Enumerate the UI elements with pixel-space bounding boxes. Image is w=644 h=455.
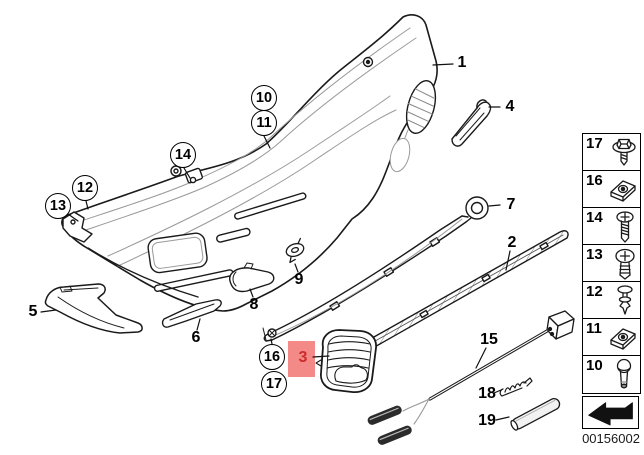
fastener-cell-16[interactable]: 16 — [583, 171, 640, 208]
back-arrow-button[interactable] — [582, 396, 639, 429]
part-6-strip[interactable] — [161, 299, 222, 328]
callout-11[interactable]: 11 — [251, 110, 277, 136]
callout-17-label: 17 — [265, 376, 283, 392]
fastener-cell-14[interactable]: 14 — [583, 208, 640, 245]
callout-18[interactable]: 18 — [478, 385, 496, 402]
callout-13[interactable]: 13 — [45, 193, 71, 219]
clip-nut-icon — [610, 180, 636, 202]
callout-10[interactable]: 10 — [251, 85, 277, 111]
callout-4[interactable]: 4 — [505, 98, 515, 115]
bumper-openings — [62, 56, 437, 298]
fastener-cell-13[interactable]: 13 — [583, 245, 640, 282]
callout-6[interactable]: 6 — [191, 329, 201, 346]
callout-13-label: 13 — [49, 198, 67, 214]
fastener-cell-12[interactable]: 12 — [583, 282, 640, 319]
callout-16[interactable]: 16 — [259, 344, 285, 370]
back-arrow-icon — [587, 402, 633, 426]
callout-19[interactable]: 19 — [478, 412, 496, 429]
callout-8[interactable]: 8 — [249, 296, 259, 313]
fastener-cell-17[interactable]: 17 — [583, 134, 640, 171]
phillips-rivet-icon — [615, 248, 635, 280]
leader-lines — [40, 63, 511, 421]
fastener-number: 10 — [586, 357, 603, 374]
callout-2[interactable]: 2 — [507, 234, 517, 251]
part-5-corner-trim[interactable] — [44, 283, 143, 334]
hex-head-screw-icon — [612, 138, 636, 166]
callout-5[interactable]: 5 — [28, 303, 38, 320]
part-18-terminal-clip[interactable] — [499, 377, 533, 397]
callout-14[interactable]: 14 — [170, 142, 196, 168]
fastener-number: 17 — [586, 135, 603, 152]
callout-11-label: 11 — [256, 115, 272, 131]
part-7-lower-strip[interactable] — [262, 196, 489, 342]
fastener-cell-11[interactable]: 11 — [583, 319, 640, 356]
callout-1[interactable]: 1 — [457, 54, 467, 71]
part-1-bumper-trim[interactable] — [61, 14, 438, 312]
fastener-number: 16 — [586, 172, 603, 189]
round-head-bolt-icon — [616, 358, 632, 389]
callout-10-label: 10 — [255, 90, 273, 106]
callout-15[interactable]: 15 — [480, 331, 498, 348]
clip-nut-icon — [610, 328, 636, 350]
fastener-cell-10[interactable]: 10 — [583, 356, 640, 393]
callout-17[interactable]: 17 — [261, 371, 287, 397]
callout-3-selected[interactable]: 3 — [298, 349, 308, 366]
part-4-bracket[interactable] — [451, 99, 492, 147]
selected-part-highlight[interactable] — [288, 341, 315, 377]
part-9-clip[interactable] — [283, 237, 306, 264]
fastener-number: 13 — [586, 246, 603, 263]
expansion-rivet-icon — [617, 285, 633, 315]
pan-head-screw-icon — [616, 211, 634, 243]
diagram-image-number: 00156002 — [582, 431, 640, 446]
part-19-rubber-sleeve[interactable] — [510, 397, 562, 432]
fastener-number: 11 — [586, 320, 602, 337]
part-3-bumper-grille[interactable] — [315, 329, 377, 393]
part-8-reflector[interactable] — [229, 262, 275, 293]
fastener-number: 14 — [586, 209, 603, 226]
callout-9[interactable]: 9 — [294, 271, 304, 288]
callout-14-label: 14 — [174, 147, 192, 163]
fastener-panel: 17 16 14 — [582, 133, 641, 394]
callout-12-label: 12 — [76, 180, 94, 196]
fastener-number: 12 — [586, 283, 603, 300]
callout-7[interactable]: 7 — [506, 196, 516, 213]
callout-12[interactable]: 12 — [72, 175, 98, 201]
part-15-sensor-cable[interactable] — [366, 310, 575, 446]
callout-16-label: 16 — [263, 349, 281, 365]
